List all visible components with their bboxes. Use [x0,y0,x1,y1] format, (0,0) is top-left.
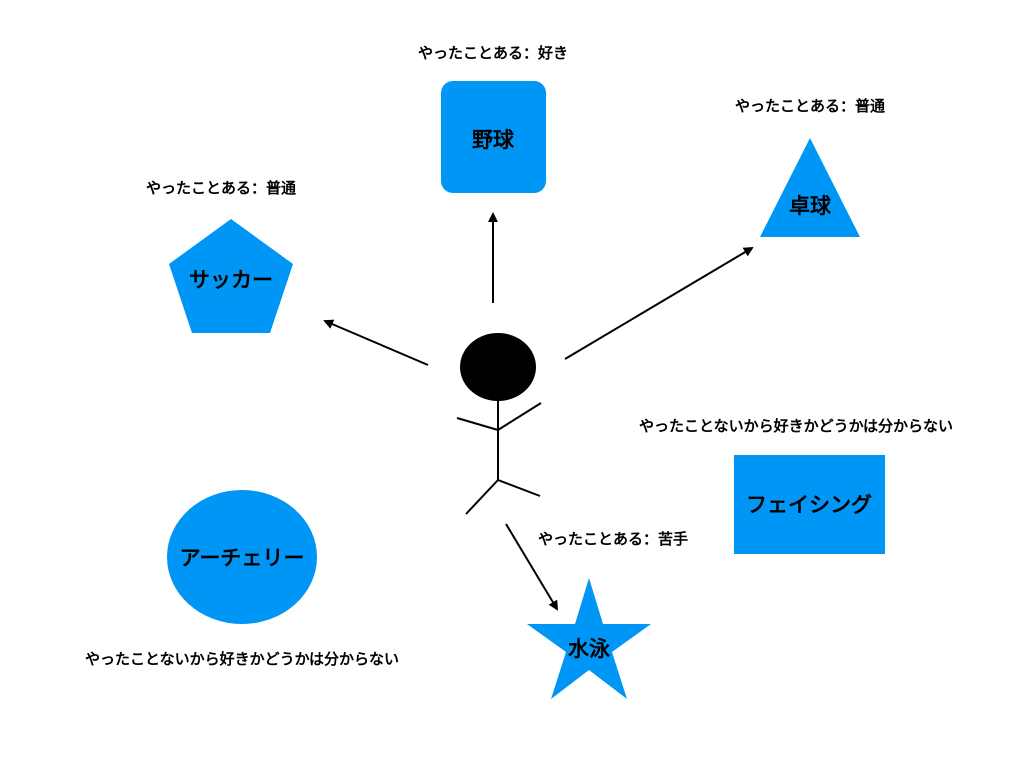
person-arm-right [497,402,542,431]
table-tennis-caption: やったことある：普通 [735,97,885,115]
person-leg-right [497,479,541,497]
swimming-caption: やったことある：苦手 [538,530,688,548]
arrow-to-swimming [505,523,559,611]
baseball-shape [441,81,546,193]
node-archery: アーチェリー やったことないから好きかどうかは分からない [85,490,399,668]
swimming-label: 水泳 [568,637,611,661]
soccer-caption: やったことある：普通 [146,179,296,197]
fencing-shape [734,455,885,554]
soccer-label: サッカー [189,268,273,292]
person-arm-left [456,417,499,431]
fencing-caption: やったことないから好きかどうかは分からない [639,417,953,435]
baseball-caption: やったことある：好き [418,44,568,62]
person-leg-left [465,479,499,515]
node-fencing: フェイシング やったことないから好きかどうかは分からない [639,417,953,554]
fencing-label: フェイシング [746,493,872,517]
archery-shape [167,490,317,624]
node-baseball: 野球 やったことある：好き [418,44,568,193]
arrow-to-soccer [323,319,429,366]
arrow-to-table-tennis [564,246,754,360]
node-table-tennis: 卓球 やったことある：普通 [735,97,885,237]
archery-caption: やったことないから好きかどうかは分からない [85,650,399,668]
baseball-label: 野球 [472,128,515,152]
person-head [460,333,536,401]
node-swimming: 水泳 やったことある：苦手 [527,530,688,699]
soccer-shape [169,219,293,333]
stick-figure-icon [456,333,542,515]
table-tennis-shape [760,138,860,237]
swimming-shape [527,578,651,699]
table-tennis-label: 卓球 [789,194,832,218]
archery-label: アーチェリー [180,546,305,570]
node-soccer: サッカー やったことある：普通 [146,179,296,333]
